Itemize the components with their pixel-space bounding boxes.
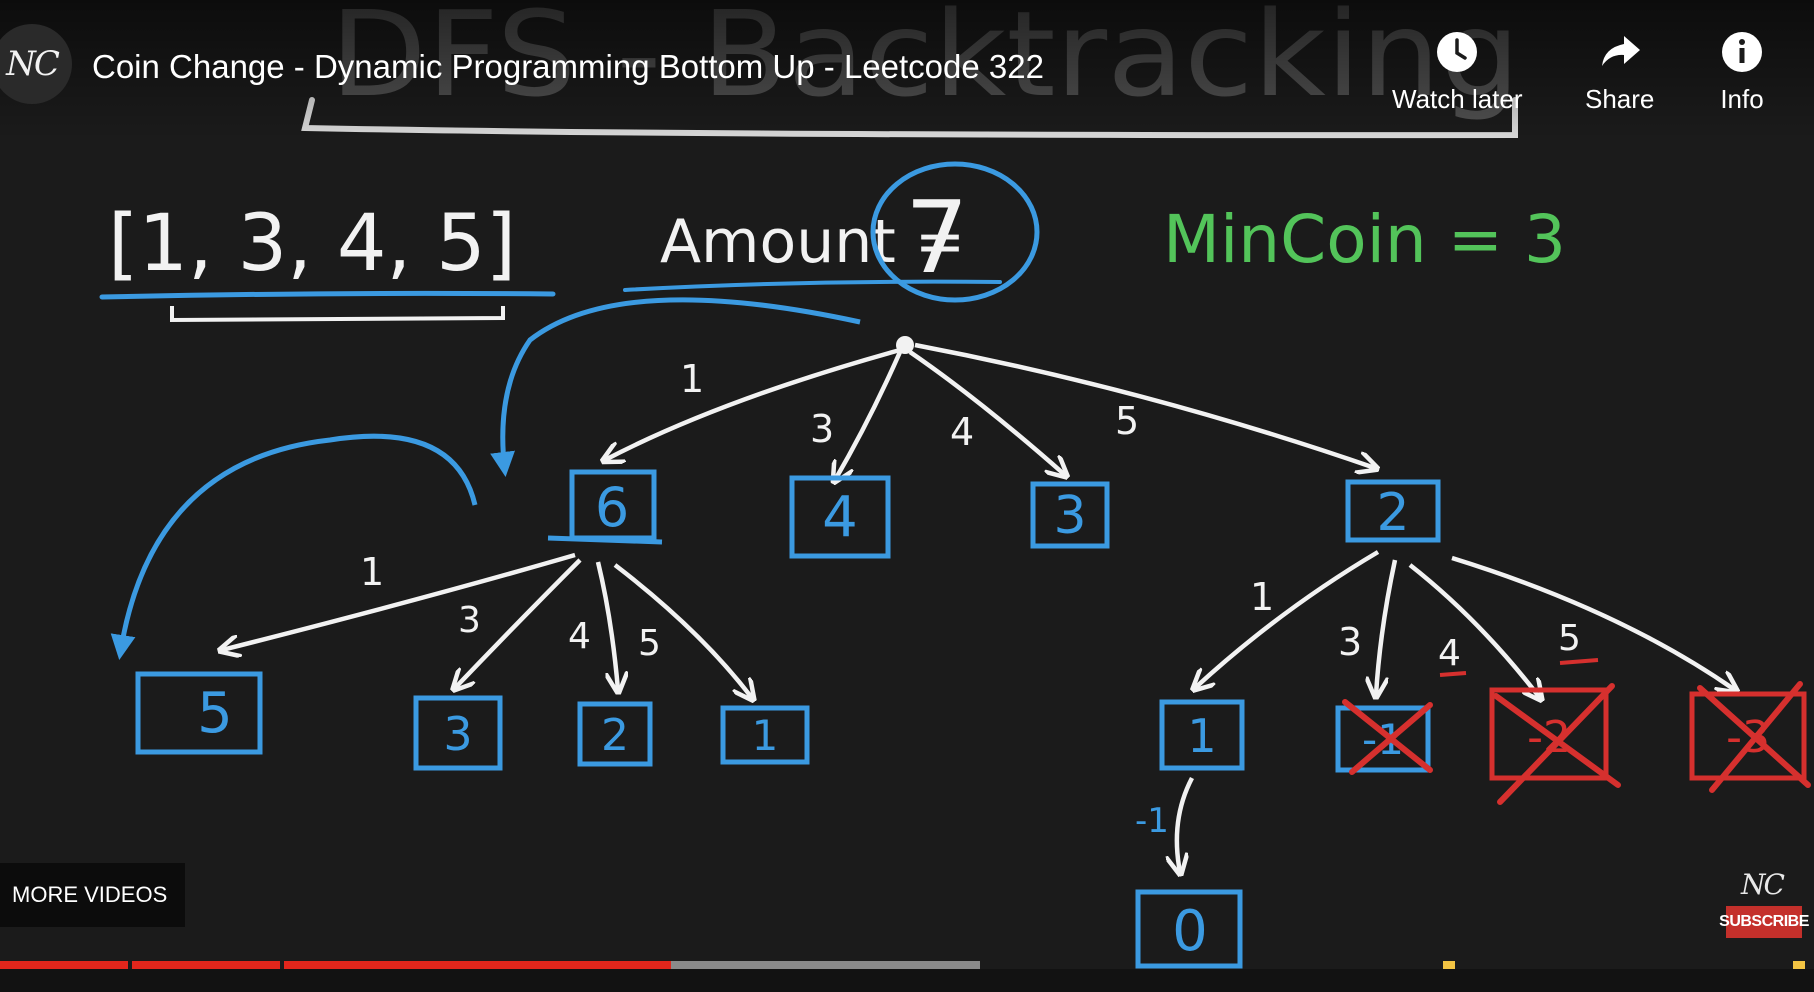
tree-root-dot xyxy=(896,336,914,354)
tree-node-2-child-neg2: -2 xyxy=(1489,683,1621,805)
svg-text:2: 2 xyxy=(1376,483,1409,543)
video-title[interactable]: Coin Change - Dynamic Programming Bottom… xyxy=(92,48,1044,85)
subscribe-button[interactable]: SUBSCRIBE xyxy=(1719,906,1809,938)
progress-played xyxy=(0,961,671,969)
share-arrow-icon xyxy=(1601,36,1640,66)
node2-edge-label-1: 1 xyxy=(1250,575,1274,619)
node2-edge-label-4: 4 xyxy=(1438,633,1461,674)
watch-later-button[interactable]: Watch later xyxy=(1392,30,1523,115)
chapter-gap xyxy=(128,961,132,969)
amount-value-text: 7 xyxy=(905,179,969,296)
node2-edge-label-5: 5 xyxy=(1558,618,1581,659)
share-button[interactable]: Share xyxy=(1585,30,1654,115)
share-label: Share xyxy=(1585,84,1655,114)
chapter-marker xyxy=(1443,961,1455,969)
svg-text:3: 3 xyxy=(443,707,472,761)
clock-icon xyxy=(1437,32,1478,72)
node1-edge xyxy=(1177,776,1194,872)
min-coin-text: MinCoin = 3 xyxy=(1163,201,1566,278)
tree-node-2-child-neg1: -1 xyxy=(1335,699,1433,775)
tree-node-2-child-1: 1 xyxy=(1159,699,1245,771)
svg-text:1: 1 xyxy=(1187,709,1216,763)
info-icon xyxy=(1722,32,1762,72)
node6-edge-label-5: 5 xyxy=(638,623,661,664)
channel-watermark[interactable]: NC xyxy=(1741,868,1785,901)
more-videos-button[interactable]: MORE VIDEOS xyxy=(0,863,185,927)
root-edge-label-5: 5 xyxy=(1115,399,1139,443)
coins-underline-blue xyxy=(99,290,556,300)
tree-node-6-child-1: 1 xyxy=(720,705,810,765)
node2-edges xyxy=(1195,550,1735,698)
chapter-gap xyxy=(988,961,992,969)
tree-node-4: 4 xyxy=(789,475,891,559)
info-button[interactable]: Info xyxy=(1720,30,1764,115)
node6-edges xyxy=(222,552,752,698)
amount-label-text: Amount = xyxy=(660,207,965,277)
svg-text:4: 4 xyxy=(822,485,858,550)
root-edge-label-3: 3 xyxy=(810,407,834,451)
blue-curve-arrow-to-5 xyxy=(110,433,478,660)
svg-text:5: 5 xyxy=(197,681,233,746)
tree-node-6: 6 xyxy=(547,469,663,545)
tree-node-6-child-2: 2 xyxy=(577,701,653,767)
node2-edge-label-3: 3 xyxy=(1338,620,1362,664)
node6-edge-label-1: 1 xyxy=(360,550,384,594)
blue-curve-arrow-to-6 xyxy=(490,297,861,477)
svg-text:0: 0 xyxy=(1172,899,1208,964)
svg-text:6: 6 xyxy=(595,476,629,539)
chapter-marker xyxy=(1793,961,1805,969)
node6-edge-label-4: 4 xyxy=(568,616,591,657)
tree-node-2-child-neg3: -3 xyxy=(1689,681,1811,793)
amount-underline xyxy=(623,279,1002,292)
tree-node-3: 3 xyxy=(1030,481,1110,549)
svg-text:3: 3 xyxy=(1053,486,1086,546)
tree-node-6-child-5: 5 xyxy=(135,671,263,755)
progress-bar[interactable] xyxy=(0,961,1814,969)
root-edges xyxy=(605,342,1375,480)
root-edge-label-1: 1 xyxy=(680,357,704,401)
channel-logo-text: NC xyxy=(6,44,60,84)
info-label: Info xyxy=(1720,84,1764,114)
svg-text:2: 2 xyxy=(601,710,629,761)
svg-text:1: 1 xyxy=(752,711,779,760)
tree-node-6-child-3: 3 xyxy=(413,695,503,771)
coins-array-text: [1, 3, 4, 5] xyxy=(108,199,516,289)
node6-edge-label-3: 3 xyxy=(458,600,481,641)
root-edge-label-4: 4 xyxy=(950,410,974,454)
chapter-gap xyxy=(280,961,284,969)
node1-edge-label: -1 xyxy=(1135,801,1169,841)
player-controls-strip xyxy=(0,969,1814,992)
coins-underline-white xyxy=(170,306,505,323)
tree-leaf-node-0: 0 xyxy=(1135,889,1243,969)
node2-edge-4-red-mark xyxy=(1439,671,1467,677)
amount-circle xyxy=(870,161,1040,303)
node2-edge-5-red-mark xyxy=(1559,658,1599,665)
tree-node-2: 2 xyxy=(1345,479,1441,543)
channel-logo[interactable]: NC xyxy=(0,24,72,104)
watch-later-label: Watch later xyxy=(1392,84,1523,114)
